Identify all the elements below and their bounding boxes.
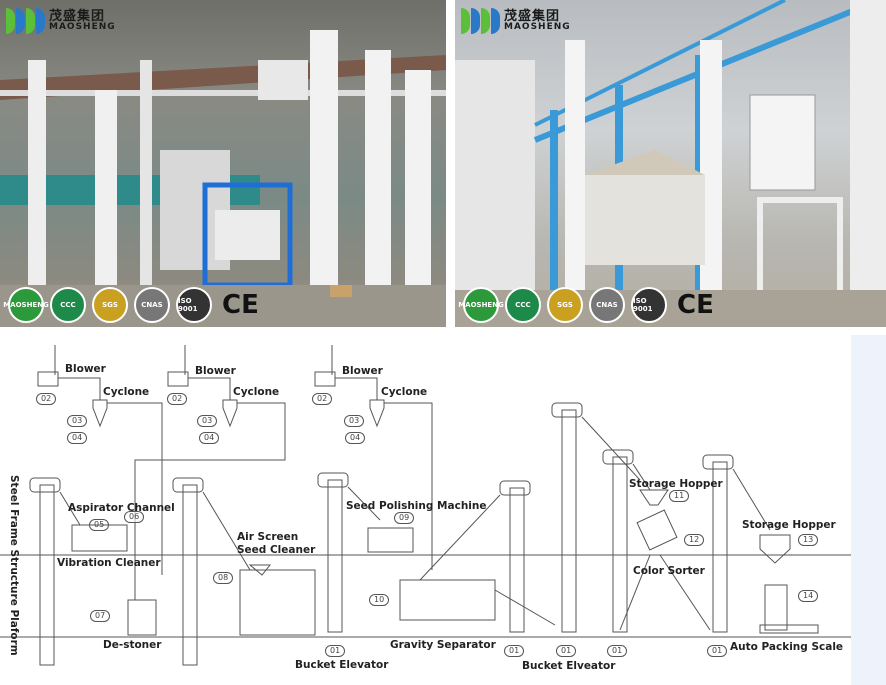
- number-badge: 01: [607, 645, 628, 657]
- cert-badge: CCC: [505, 287, 541, 323]
- number-badge: 04: [345, 432, 366, 444]
- color-sorter-label: Color Sorter: [633, 565, 705, 577]
- certification-badges: MAOSHENG CCC SGS CNAS ISO 9001 CE: [458, 287, 714, 323]
- number-badge: 14: [798, 590, 819, 602]
- number-badge: 08: [213, 572, 234, 584]
- cyclone-label: Cyclone: [103, 386, 150, 398]
- seed-cleaner-label: Seed Cleaner: [237, 544, 316, 556]
- number-badge: 13: [798, 534, 819, 546]
- cert-badge: SGS: [547, 287, 583, 323]
- number-badge: 03: [344, 415, 365, 427]
- number-badge: 10: [369, 594, 390, 606]
- plant-illustration: [0, 30, 446, 327]
- cert-badge: MAOSHENG: [3, 287, 49, 323]
- storage-hopper-label: Storage Hopper: [629, 478, 723, 490]
- platform-label: Steel Frame Structure Plaform: [8, 475, 20, 656]
- cert-badge: CNAS: [589, 287, 625, 323]
- number-badge: 01: [504, 645, 525, 657]
- brand-name-en: MAOSHENG: [504, 22, 571, 32]
- auto-packing-scale-label: Auto Packing Scale: [730, 641, 844, 653]
- aspirator-label: Aspirator Channel: [68, 502, 175, 514]
- cert-badge: MAOSHENG: [458, 287, 504, 323]
- cert-badge: ISO 9001: [176, 287, 212, 323]
- brand-name-cn: 茂盛集团: [49, 9, 106, 24]
- number-badge: 07: [90, 610, 111, 622]
- ce-mark: CE: [677, 290, 714, 320]
- vibration-cleaner-label: Vibration Cleaner: [57, 557, 161, 569]
- number-badge: 03: [67, 415, 88, 427]
- number-badge: 04: [67, 432, 88, 444]
- brand-name-cn: 茂盛集团: [504, 9, 561, 24]
- number-badge: 02: [36, 393, 57, 405]
- number-badge: 02: [312, 393, 333, 405]
- blower-label: Blower: [65, 363, 106, 375]
- number-badge: 04: [199, 432, 220, 444]
- side-strip: [851, 335, 886, 685]
- number-badge: 01: [707, 645, 728, 657]
- blower-label: Blower: [195, 365, 236, 377]
- brand-name-en: MAOSHENG: [49, 22, 116, 32]
- cyclone-label: Cyclone: [381, 386, 428, 398]
- number-badge: 05: [89, 519, 110, 531]
- number-badge: 11: [669, 490, 690, 502]
- number-badge: 12: [684, 534, 705, 546]
- number-badge: 01: [556, 645, 577, 657]
- destoner-label: De-stoner: [103, 639, 162, 651]
- process-flow-diagram: [0, 335, 851, 685]
- bucket-elevator-label: Bucket Elveator: [522, 660, 616, 672]
- cert-badge: CCC: [50, 287, 86, 323]
- cert-badge: SGS: [92, 287, 128, 323]
- number-badge: 09: [394, 512, 415, 524]
- certification-badges: MAOSHENG CCC SGS CNAS ISO 9001 CE: [3, 287, 259, 323]
- cert-badge: ISO 9001: [631, 287, 667, 323]
- seed-polishing-label: Seed Polishing Machine: [346, 500, 487, 512]
- number-badge: 01: [325, 645, 346, 657]
- air-screen-label: Air Screen: [237, 531, 299, 543]
- number-badge: 02: [167, 393, 188, 405]
- cert-badge: CNAS: [134, 287, 170, 323]
- ce-mark: CE: [222, 290, 259, 320]
- blower-label: Blower: [342, 365, 383, 377]
- number-badge: 03: [197, 415, 218, 427]
- storage-hopper-label: Storage Hopper: [742, 519, 836, 531]
- number-badge: 06: [124, 511, 145, 523]
- gravity-separator-label: Gravity Separator: [390, 639, 496, 651]
- bucket-elevator-label: Bucket Elevator: [295, 659, 389, 671]
- cyclone-label: Cyclone: [233, 386, 280, 398]
